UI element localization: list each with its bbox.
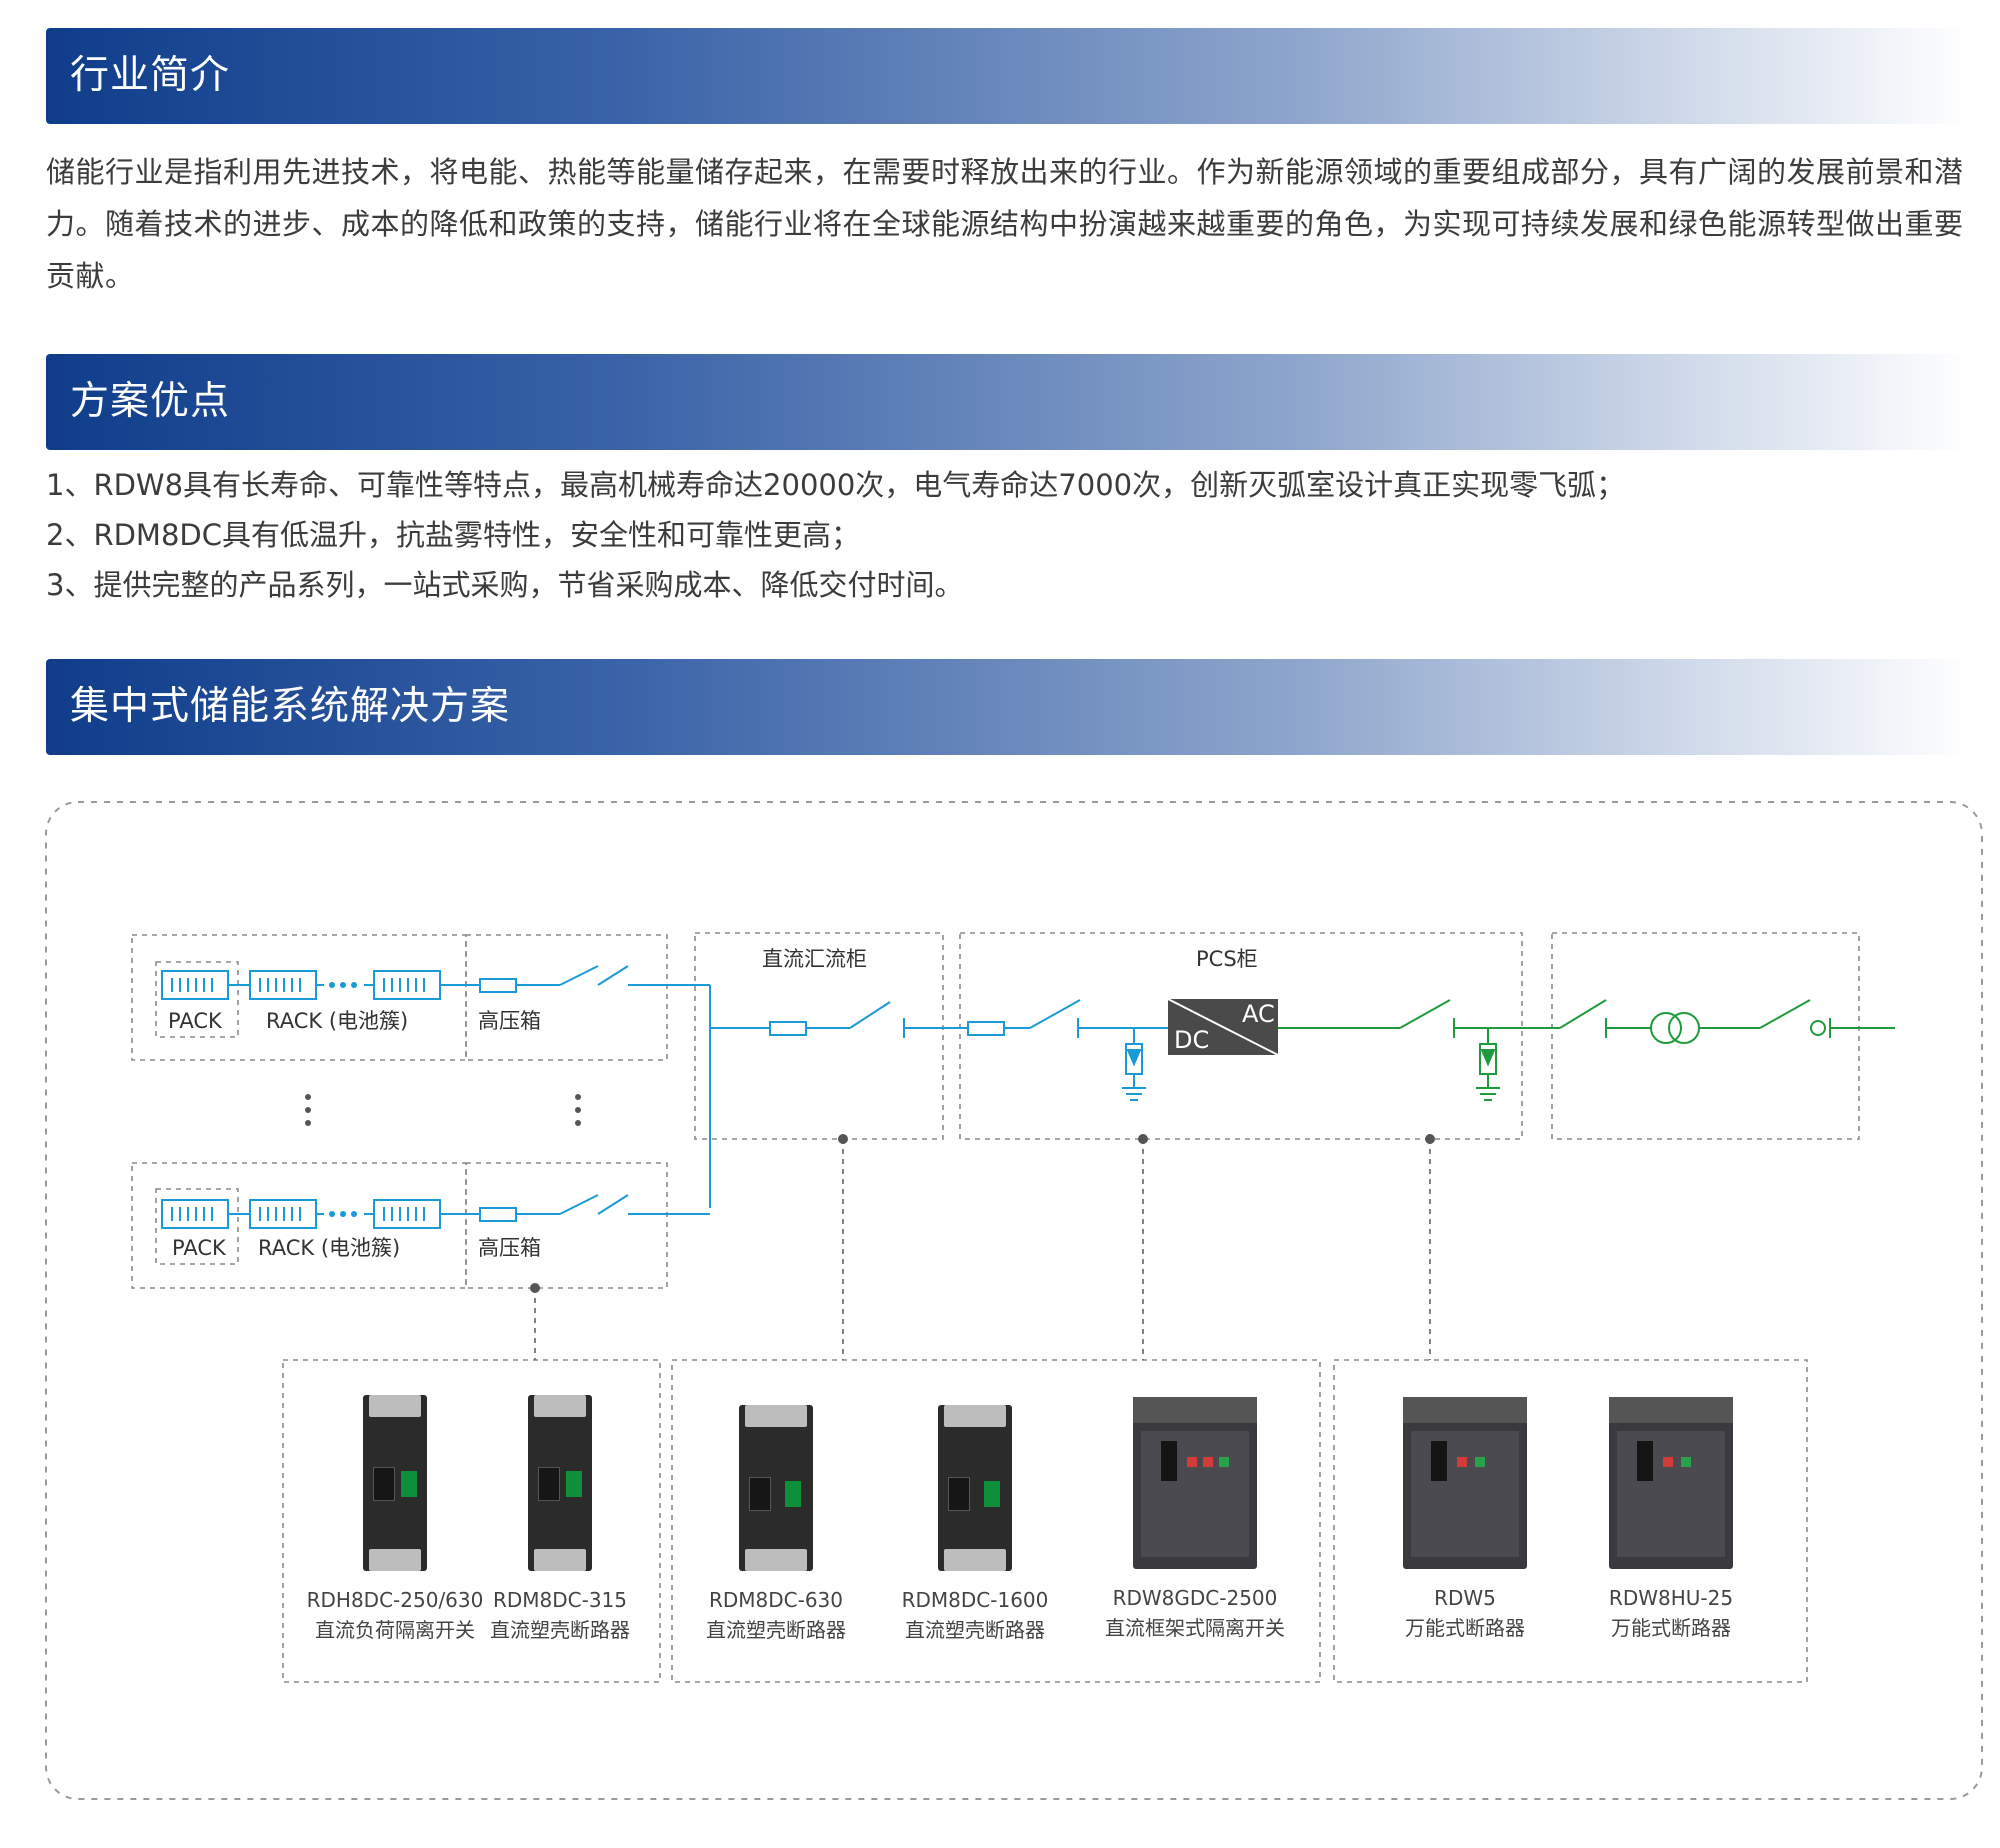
air-circuit-breaker-icon — [1403, 1397, 1527, 1569]
pack-label-bottom: PACK — [172, 1236, 227, 1260]
product-group-2 — [671, 1359, 1321, 1683]
product-name: 直流塑壳断路器 — [706, 1618, 846, 1642]
product-name: 直流负荷隔离开关 — [315, 1618, 475, 1642]
battery-row-top — [161, 965, 770, 1208]
dc-bus — [710, 999, 1170, 1101]
hv-box-label-top: 高压箱 — [478, 1009, 541, 1033]
pack-label-top: PACK — [168, 1009, 223, 1033]
pack-box-bottom — [155, 1188, 239, 1265]
rack-group-bottom — [131, 1162, 467, 1289]
advantages-list: 1、RDW8具有长寿命、可靠性等特点，最高机械寿命达20000次，电气寿命达70… — [46, 460, 1625, 610]
hv-box-label-bottom: 高压箱 — [478, 1236, 541, 1260]
product-model: RDM8DC-1600 — [901, 1588, 1049, 1612]
rack-label-top: RACK (电池簇) — [266, 1009, 408, 1033]
product-rdm8dc-1600: RDM8DC-1600 直流塑壳断路器 — [880, 1405, 1070, 1645]
product-name: 直流框架式隔离开关 — [1105, 1616, 1285, 1640]
product-rdw5: RDW5 万能式断路器 — [1370, 1397, 1560, 1643]
air-circuit-breaker-icon — [1133, 1397, 1257, 1569]
transformer-box — [1551, 932, 1860, 1140]
product-connectors — [534, 1139, 1431, 1360]
advantages-banner: 方案优点 — [46, 354, 1972, 450]
rack-label-bottom: RACK (电池簇) — [258, 1236, 400, 1260]
pcs-label: PCS柜 — [1196, 947, 1258, 971]
product-rdh8dc-250-630: RDH8DC-250/630 直流负荷隔离开关 — [300, 1395, 490, 1645]
dc-combiner-box — [694, 932, 944, 1140]
mccb-icon — [938, 1405, 1012, 1571]
product-model: RDW8HU-25 — [1608, 1586, 1734, 1610]
group-ellipsis — [305, 1094, 581, 1126]
pack-box-top — [155, 961, 239, 1038]
air-circuit-breaker-icon — [1609, 1397, 1733, 1569]
advantage-item-2: 2、RDM8DC具有低温升，抗盐雾特性，安全性和可靠性更高； — [46, 518, 860, 552]
solution-title: 集中式储能系统解决方案 — [70, 684, 511, 729]
product-name: 直流塑壳断路器 — [905, 1618, 1045, 1642]
product-group-3 — [1333, 1359, 1808, 1683]
pcs-box — [959, 932, 1523, 1140]
advantage-item-1: 1、RDW8具有长寿命、可靠性等特点，最高机械寿命达20000次，电气寿命达70… — [46, 468, 1626, 502]
hv-box-bottom — [465, 1162, 668, 1289]
advantage-item-3: 3、提供完整的产品系列，一站式采购，节省采购成本、降低交付时间。 — [46, 568, 964, 602]
intro-banner: 行业简介 — [46, 28, 1972, 124]
intro-text: 储能行业是指利用先进技术，将电能、热能等能量储存起来，在需要时释放出来的行业。作… — [46, 155, 1964, 293]
hv-box-top — [465, 934, 668, 1061]
rack-group-top — [131, 934, 467, 1061]
ac-label: AC — [1242, 1000, 1275, 1028]
ac-bus — [1278, 999, 1895, 1101]
product-model: RDW5 — [1434, 1586, 1496, 1610]
battery-cells-top — [171, 978, 425, 992]
product-model: RDW8GDC-2500 — [1112, 1586, 1278, 1610]
product-name: 直流塑壳断路器 — [490, 1618, 630, 1642]
pcs-converter: DC AC — [1167, 998, 1279, 1056]
product-rdm8dc-315: RDM8DC-315 直流塑壳断路器 — [470, 1395, 650, 1645]
mccb-icon — [528, 1395, 592, 1571]
product-rdw8hu-25: RDW8HU-25 万能式断路器 — [1576, 1397, 1766, 1643]
battery-row-bottom — [161, 1194, 710, 1229]
product-rdw8gdc-2500: RDW8GDC-2500 直流框架式隔离开关 — [1090, 1397, 1300, 1643]
mccb-icon — [363, 1395, 427, 1571]
product-model: RDM8DC-630 — [708, 1588, 844, 1612]
mccb-icon — [739, 1405, 813, 1571]
battery-cells-bottom — [171, 1207, 425, 1221]
intro-title: 行业简介 — [70, 53, 231, 98]
solution-banner: 集中式储能系统解决方案 — [46, 659, 1972, 755]
product-model: RDH8DC-250/630 — [306, 1588, 484, 1612]
advantages-title: 方案优点 — [70, 379, 231, 424]
product-rdm8dc-630: RDM8DC-630 直流塑壳断路器 — [686, 1405, 866, 1645]
product-name: 万能式断路器 — [1405, 1616, 1525, 1640]
dc-combiner-label: 直流汇流柜 — [762, 947, 867, 971]
product-model: RDM8DC-315 — [492, 1588, 628, 1612]
dc-label: DC — [1174, 1026, 1209, 1054]
diagram-frame — [45, 801, 1983, 1800]
product-name: 万能式断路器 — [1611, 1616, 1731, 1640]
